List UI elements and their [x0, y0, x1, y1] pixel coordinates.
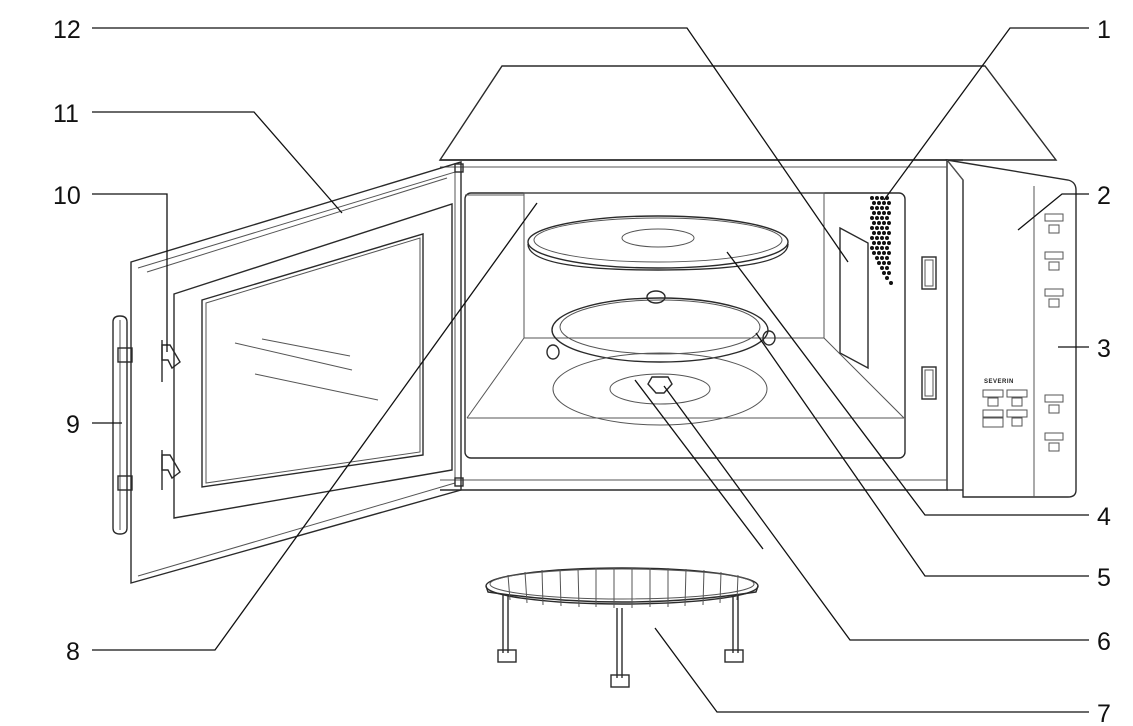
- latch-hook-top: [161, 344, 181, 370]
- panel-buttons-right: [1044, 213, 1064, 452]
- leader-8: [92, 202, 538, 651]
- leader-6: [663, 385, 1089, 641]
- vent-grill: [870, 196, 893, 285]
- callout-1: 1: [1097, 16, 1111, 44]
- callout-8: 8: [66, 638, 80, 666]
- control-panel: SEVERIN: [945, 159, 1077, 498]
- callout-4: 4: [1097, 503, 1111, 531]
- callout-12: 12: [53, 16, 81, 44]
- callout-3: 3: [1097, 335, 1111, 363]
- callout-6: 6: [1097, 628, 1111, 656]
- leader-7: [654, 627, 1089, 713]
- callout-numbers: 1 2 3 4 5 6 7 8 9 10 11 12: [53, 16, 1111, 726]
- leader-4: [726, 251, 1089, 516]
- leader-5: [755, 332, 1089, 577]
- callout-7: 7: [1097, 700, 1111, 726]
- brand-logo: SEVERIN: [984, 379, 1014, 385]
- callout-9: 9: [66, 411, 80, 439]
- drive-coupler: [647, 376, 673, 394]
- leader-10: [92, 193, 168, 352]
- door-window-frame: [173, 203, 453, 519]
- latch-slot-bottom: [921, 366, 937, 400]
- leader-1: [883, 27, 1089, 201]
- leader-11: [92, 111, 343, 214]
- latch-hook-bottom: [161, 454, 181, 480]
- microwave-body: [438, 65, 1058, 491]
- leader-12: [92, 27, 849, 263]
- grill-rack: [485, 567, 759, 688]
- roller-ring: [546, 290, 776, 363]
- latch-slot-top: [921, 256, 937, 290]
- callout-2: 2: [1097, 182, 1111, 210]
- oven-cavity: [464, 192, 937, 459]
- callout-5: 5: [1097, 564, 1111, 592]
- door-window: [201, 233, 424, 488]
- callout-10: 10: [53, 182, 81, 210]
- microwave-door: [130, 161, 464, 584]
- callout-11: 11: [53, 100, 79, 128]
- door-handle: [112, 315, 133, 535]
- leader-2: [1017, 193, 1089, 231]
- panel-buttons-left: [982, 389, 1028, 428]
- callout-leaders: [92, 27, 1089, 713]
- glass-turntable: [527, 215, 789, 271]
- floor-recess: [552, 352, 768, 426]
- mica-cover-plate: [839, 226, 869, 370]
